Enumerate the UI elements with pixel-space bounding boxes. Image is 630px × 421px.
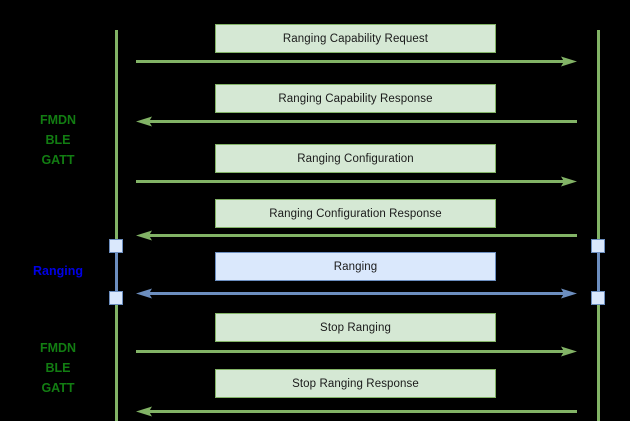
message-arrow-left-4 xyxy=(136,230,577,241)
message-arrow-right-3 xyxy=(136,176,577,187)
left-activation-start[interactable] xyxy=(109,239,123,253)
right-activation-start[interactable] xyxy=(591,239,605,253)
message-box-stop-ranging-response[interactable]: Stop Ranging Response xyxy=(215,369,496,398)
message-box-ranging-capability-request[interactable]: Ranging Capability Request xyxy=(215,24,496,53)
message-box-ranging-configuration[interactable]: Ranging Configuration xyxy=(215,144,496,173)
right-lifeline xyxy=(597,30,600,421)
group-label-fmdn-ble-gatt-bottom: FMDN BLE GATT xyxy=(39,341,77,395)
group-label-ranging: Ranging xyxy=(33,264,83,278)
message-arrow-bidirectional-ranging xyxy=(136,288,577,299)
right-activation-end[interactable] xyxy=(591,291,605,305)
message-arrow-left-7 xyxy=(136,406,577,417)
left-activation-end[interactable] xyxy=(109,291,123,305)
message-arrow-right-1 xyxy=(136,56,577,67)
left-activation-link xyxy=(115,246,118,299)
message-box-ranging-configuration-response[interactable]: Ranging Configuration Response xyxy=(215,199,496,228)
message-box-ranging-capability-response[interactable]: Ranging Capability Response xyxy=(215,84,496,113)
left-lifeline xyxy=(115,30,118,421)
right-activation-link xyxy=(597,246,600,299)
group-label-fmdn-ble-gatt-top: FMDN BLE GATT xyxy=(39,113,77,167)
message-box-ranging[interactable]: Ranging xyxy=(215,252,496,281)
message-arrow-right-6 xyxy=(136,346,577,357)
message-arrow-left-2 xyxy=(136,116,577,127)
message-box-stop-ranging[interactable]: Stop Ranging xyxy=(215,313,496,342)
